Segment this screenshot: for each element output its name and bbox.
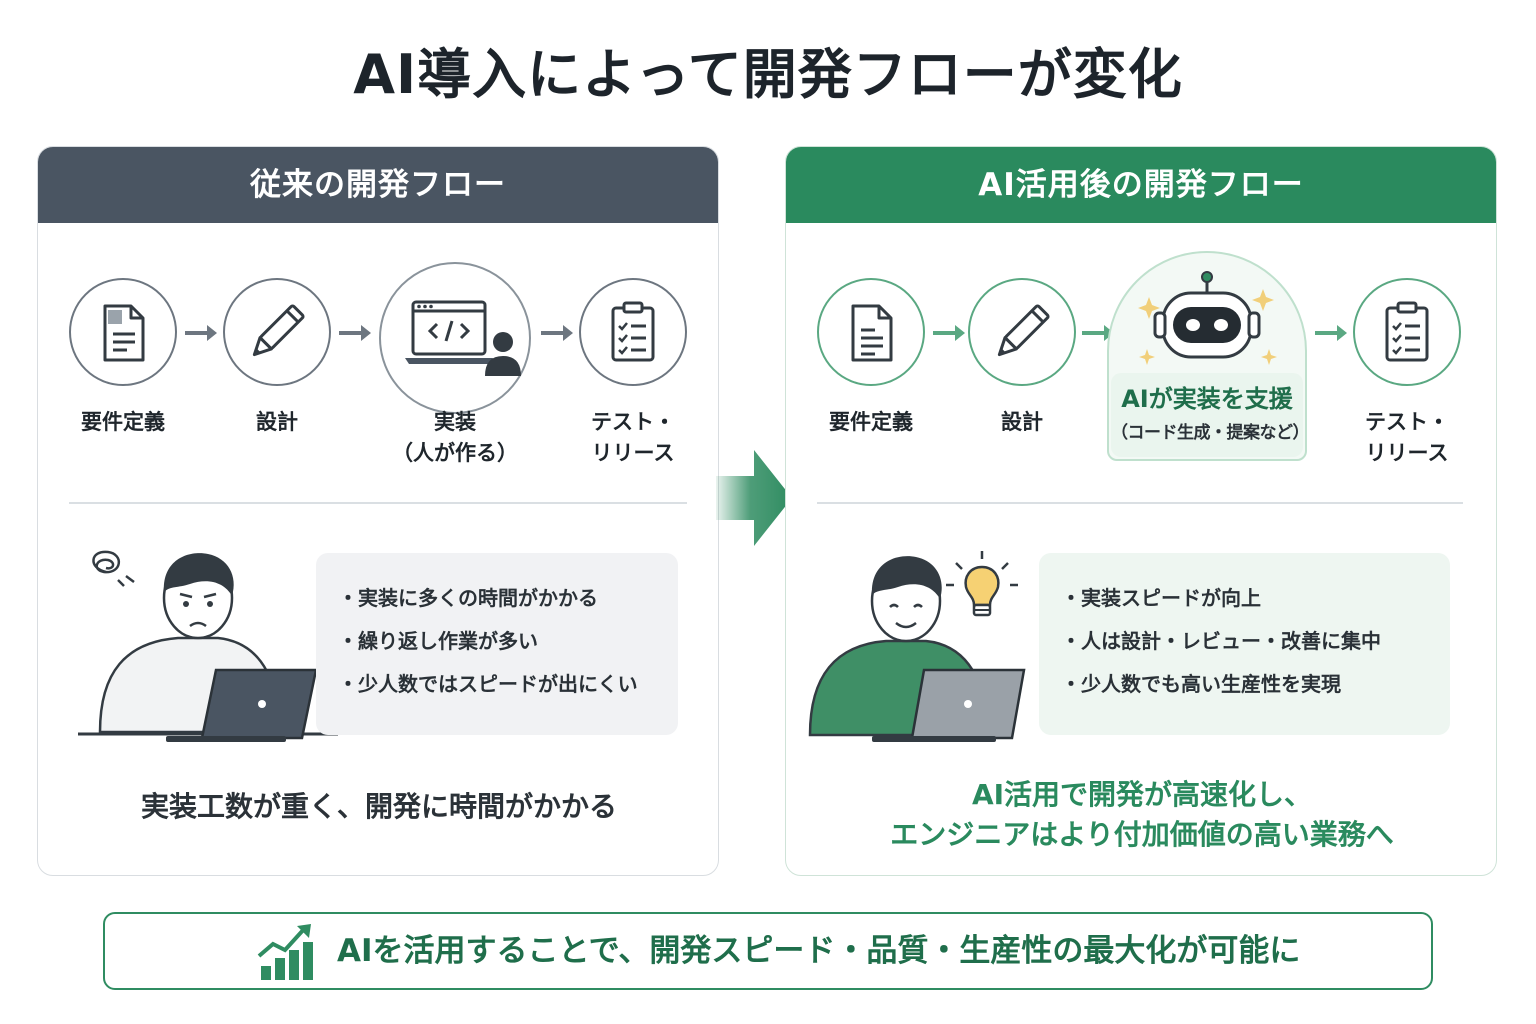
traditional-flow-panel: 従来の開発フロー: [37, 146, 719, 876]
benefit-item: 実装スピードが向上: [1061, 577, 1450, 620]
problems-bubble: 実装に多くの時間がかかる 繰り返し作業が多い 少人数ではスピードが出にくい: [316, 553, 678, 735]
ai-flow-header: AI活用後の開発フロー: [786, 147, 1496, 223]
step-design: [223, 278, 331, 386]
step-label: 要件定義: [829, 410, 913, 434]
transition-arrow-icon: [716, 450, 792, 546]
summary-text: AIを活用することで、開発スピード・品質・生産性の最大化が可能に: [337, 933, 1301, 969]
divider: [817, 502, 1463, 504]
robot-icon: [1138, 271, 1277, 365]
step-implementation: [379, 262, 531, 414]
step-label: テスト・ リリース: [591, 410, 675, 465]
laptop-icon: [166, 668, 316, 742]
benefit-item: 人は設計・レビュー・改善に集中: [1061, 620, 1450, 663]
benefit-item: 少人数でも高い生産性を実現: [1061, 663, 1450, 706]
arrow-right-icon: [933, 325, 965, 341]
ai-conclusion: AI活用で開発が高速化し、 エンジニアはより付加価値の高い業務へ: [890, 778, 1394, 851]
lightbulb-icon: [946, 551, 1018, 617]
problem-item: 繰り返し作業が多い: [338, 620, 678, 663]
step-ai-implementation: AIが実装を支援 （コード生成・提案など）: [1107, 251, 1310, 461]
benefits-bubble: 実装スピードが向上 人は設計・レビュー・改善に集中 少人数でも高い生産性を実現: [1039, 553, 1450, 735]
laptop-icon: [872, 668, 1026, 742]
divider: [69, 502, 687, 504]
ai-flow-panel: AI活用後の開発フロー: [785, 146, 1497, 876]
step-label: 設計: [256, 410, 298, 434]
step-label: 要件定義: [81, 410, 165, 434]
problem-item: 少人数ではスピードが出にくい: [338, 663, 678, 706]
step-label: テスト・ リリース: [1365, 410, 1449, 465]
arrow-right-icon: [1315, 325, 1347, 341]
ai-step-label: AIが実装を支援: [1121, 385, 1293, 413]
page-title: AI導入によって開発フローが変化: [353, 43, 1183, 106]
step-test-release: [1353, 278, 1461, 386]
document-icon: [851, 304, 893, 362]
traditional-flow-header: 従来の開発フロー: [38, 147, 718, 223]
laptop-code-icon: [405, 300, 521, 376]
traditional-conclusion: 実装工数が重く、開発に時間がかかる: [140, 790, 617, 823]
step-requirements: [817, 278, 925, 386]
step-label: 設計: [1001, 410, 1043, 434]
arrow-right-icon: [541, 325, 573, 341]
step-test-release: [579, 278, 687, 386]
step-design: [968, 278, 1076, 386]
clipboard-checklist-icon: [611, 301, 655, 362]
ai-step-label-box: AIが実装を支援 （コード生成・提案など）: [1111, 373, 1310, 457]
summary-banner: AIを活用することで、開発スピード・品質・生産性の最大化が可能に: [103, 912, 1433, 990]
step-label: 実装 （人が作る）: [392, 410, 518, 465]
step-requirements: [69, 278, 177, 386]
growth-chart-icon: [257, 924, 313, 980]
document-icon: [103, 304, 145, 362]
pencil-icon: [997, 304, 1050, 357]
ai-step-sublabel: （コード生成・提案など）: [1111, 423, 1310, 443]
pencil-icon: [252, 304, 305, 357]
arrow-right-icon: [185, 325, 217, 341]
clipboard-checklist-icon: [1385, 301, 1429, 362]
arrow-right-icon: [339, 325, 371, 341]
problem-item: 実装に多くの時間がかかる: [338, 577, 678, 620]
